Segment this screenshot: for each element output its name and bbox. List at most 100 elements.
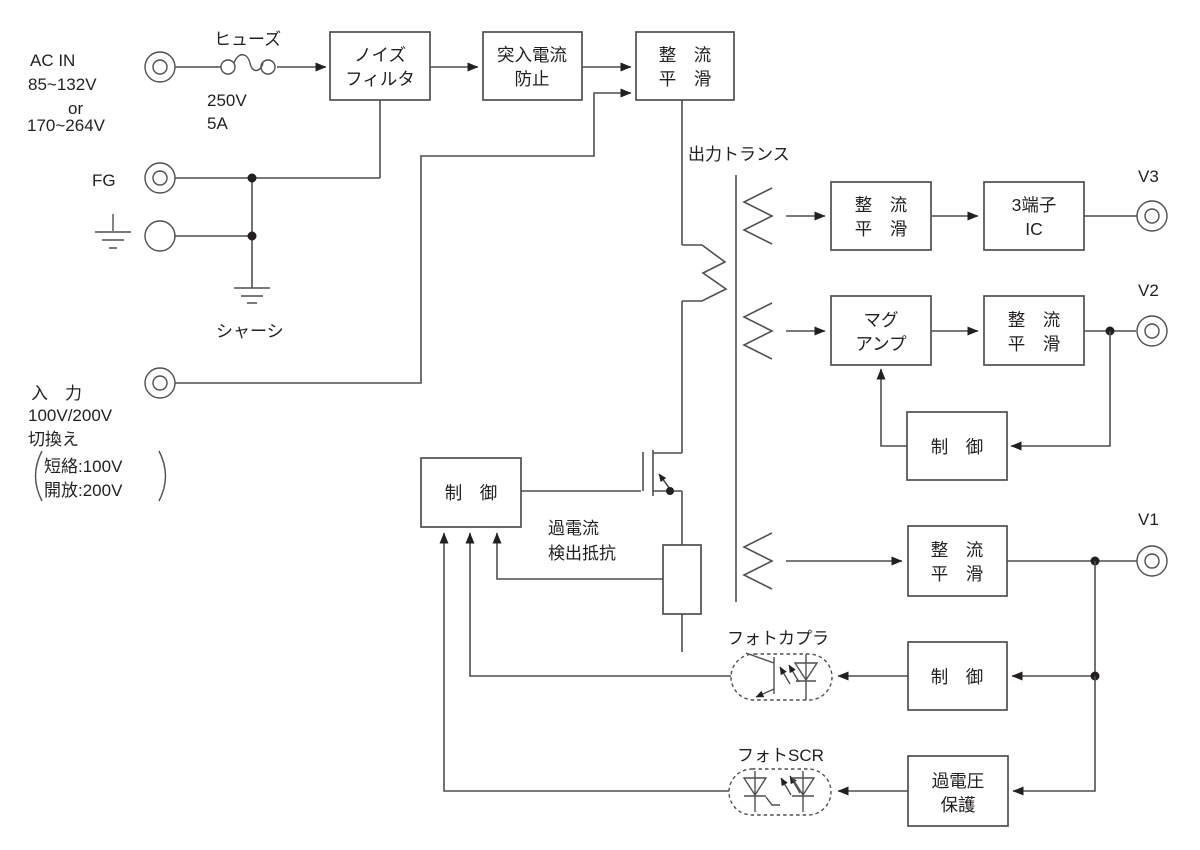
box-current-sense-resistor — [662, 544, 702, 615]
v3-terminal-inner — [1144, 208, 1160, 224]
junction-dot-ground — [247, 231, 257, 241]
v1-terminal — [1136, 545, 1168, 577]
earth-ground-bars — [95, 214, 131, 249]
wire-v1-to-ovp — [1012, 676, 1096, 796]
ac-in-label-line1: AC IN — [30, 51, 75, 70]
fg-terminal — [144, 162, 176, 194]
ac-in-terminal-outer — [144, 51, 176, 83]
fuse-left-cap — [220, 59, 236, 75]
photoscr-outline — [728, 768, 832, 816]
v2-terminal-outer — [1136, 315, 1168, 347]
rectifier-v1-line2: 平 滑 — [931, 564, 984, 584]
scr-gate-lead — [765, 796, 780, 806]
fuse-symbol — [220, 54, 276, 75]
scr-triangle — [742, 777, 768, 797]
transformer-winding-v3 — [742, 187, 774, 245]
v1-terminal-outer — [1136, 545, 1168, 577]
v3-label: V3 — [1138, 167, 1159, 186]
chassis-label: シャーシ — [216, 322, 284, 341]
ic-3pin-line1: 3端子 — [1012, 195, 1057, 215]
mosfet-symbol — [642, 450, 682, 496]
wire-resistor-to-control — [492, 532, 663, 580]
input-select-open: 開放:200V — [44, 481, 123, 500]
light-arrow-3 — [780, 777, 792, 796]
fuse-wave — [233, 54, 264, 72]
input-terminal-outer — [144, 367, 176, 399]
wire-v2-feedback-to-control — [1010, 331, 1111, 451]
ovp-line2: 保護 — [941, 795, 976, 815]
v1-terminal-inner — [1144, 553, 1160, 569]
box-rectifier-smoothing-v1 — [907, 525, 1008, 597]
chassis-ground-bars — [234, 287, 270, 304]
wire-input-select-to-rectifier — [175, 88, 632, 384]
transformer-winding-v2 — [742, 302, 774, 360]
light-arrow-2 — [788, 664, 800, 683]
paren-left — [34, 450, 43, 502]
wire-photoscr-to-control — [439, 532, 729, 792]
box-3-terminal-ic — [983, 181, 1085, 251]
sense-resistor-label-line2: 検出抵抗 — [548, 544, 616, 563]
box-control-v1 — [907, 641, 1008, 711]
mosfet-source-dot — [666, 487, 674, 495]
box-rectifier-smoothing-main — [635, 31, 735, 101]
output-transformer-label: 出力トランス — [688, 145, 790, 164]
wire-photocoupler-to-control — [465, 532, 731, 677]
fg-label: FG — [92, 171, 116, 190]
fuse-label: ヒューズ — [214, 30, 281, 49]
v3-terminal — [1136, 200, 1168, 232]
input-select-terminal — [144, 367, 176, 399]
wire-v1-feedback-to-control — [1011, 561, 1096, 681]
transformer-winding-v1 — [742, 532, 774, 590]
scr-led-triangle — [790, 777, 816, 797]
transformer-primary-winding — [682, 244, 728, 302]
box-control-main — [420, 457, 522, 528]
input-select-line2: 100V/200V — [28, 406, 113, 425]
v2-label: V2 — [1138, 281, 1159, 300]
ac-in-terminal — [144, 51, 176, 83]
phototransistor-collector — [745, 652, 775, 664]
led-triangle — [793, 662, 819, 682]
photoscr-label: フォトSCR — [737, 746, 824, 765]
box-inrush-prevention — [482, 31, 583, 101]
wire-control-to-magamp — [876, 368, 907, 447]
ovp-line1: 過電圧 — [932, 771, 985, 791]
input-terminal-inner — [152, 375, 168, 391]
input-select-line1: 入 力 — [31, 384, 82, 403]
ac-in-label-line3: or — [68, 99, 83, 118]
light-arrow-4 — [789, 775, 801, 794]
photocoupler-icon — [730, 652, 833, 701]
input-select-short: 短絡:100V — [44, 457, 123, 476]
ac-in-label-line4: 170~264V — [27, 116, 106, 135]
paren-right — [158, 450, 167, 502]
v2-terminal — [1136, 315, 1168, 347]
sense-resistor-label-line1: 過電流 — [548, 519, 599, 538]
rectifier-v3-line2: 平 滑 — [855, 219, 908, 239]
fg-terminal-inner — [152, 170, 168, 186]
photocoupler-label: フォトカプラ — [727, 629, 829, 648]
input-select-line3: 切換え — [28, 430, 79, 449]
magamp-line1: マグ — [864, 310, 899, 330]
inrush-line2: 防止 — [515, 69, 550, 89]
ground-terminal — [144, 220, 176, 252]
wire-fg-to-noise-filter — [175, 100, 381, 179]
ac-in-terminal-inner — [152, 59, 168, 75]
box-rectifier-smoothing-v3 — [830, 181, 932, 251]
phototransistor-emitter — [755, 688, 775, 698]
mosfet-body-arrow — [658, 473, 671, 490]
chassis-ground-icon — [234, 287, 270, 304]
box-rectifier-smoothing-v2 — [983, 295, 1085, 366]
v2-terminal-inner — [1144, 323, 1160, 339]
earth-ground-icon — [95, 214, 131, 249]
control-v2-label: 制 御 — [931, 437, 984, 457]
v1-label: V1 — [1138, 510, 1159, 529]
box-control-v2 — [906, 411, 1008, 481]
photo-scr-icon — [728, 768, 832, 816]
control-main-label: 制 御 — [445, 483, 498, 503]
inrush-line1: 突入電流 — [497, 45, 567, 65]
fuse-rating-a: 5A — [207, 114, 228, 133]
box-mag-amp — [830, 295, 932, 366]
rectifier-v2-line1: 整 流 — [1008, 310, 1061, 330]
junction-dot-fg — [247, 173, 257, 183]
rectifier-v3-line1: 整 流 — [855, 195, 908, 215]
